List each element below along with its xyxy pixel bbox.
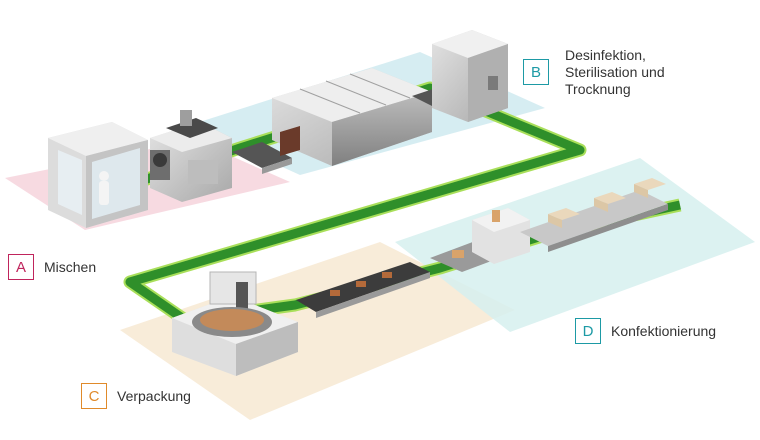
- zone-d-text: Konfektionierung: [611, 322, 717, 339]
- zone-c-label: C Verpackung: [81, 383, 191, 409]
- zone-c-text: Verpackung: [117, 387, 191, 404]
- zone-b-text: Desinfektion, Sterilisation und Trocknun…: [565, 47, 665, 98]
- carton-roller-conveyor: [520, 178, 668, 252]
- zone-a-badge: A: [8, 254, 34, 280]
- zone-d-badge: D: [575, 318, 601, 344]
- sterilisation-tunnel: [272, 68, 432, 166]
- zone-d-floor: [395, 158, 755, 332]
- cleanroom-cabin: [48, 122, 148, 228]
- mixer-machine: [150, 110, 232, 202]
- zone-a-text: Mischen: [44, 258, 97, 275]
- zone-b-line-3: Trocknung: [565, 81, 631, 97]
- zone-a-label: A Mischen: [8, 254, 96, 280]
- zone-b-label: B Desinfektion, Sterilisation und Trockn…: [523, 47, 665, 98]
- cartoning-machine: [430, 208, 530, 272]
- zone-b-badge: B: [523, 59, 549, 85]
- conveyor-a-b: [232, 142, 292, 174]
- dryer-cabinet: [432, 30, 508, 122]
- zone-c-floor: [120, 242, 515, 420]
- packaging-machine: [172, 271, 298, 376]
- packaging-conveyor: [296, 262, 430, 318]
- zone-b-line-1: Desinfektion,: [565, 47, 646, 63]
- zone-d-label: D Konfektionierung: [575, 318, 716, 344]
- zone-c-badge: C: [81, 383, 107, 409]
- zone-b-line-2: Sterilisation und: [565, 64, 665, 80]
